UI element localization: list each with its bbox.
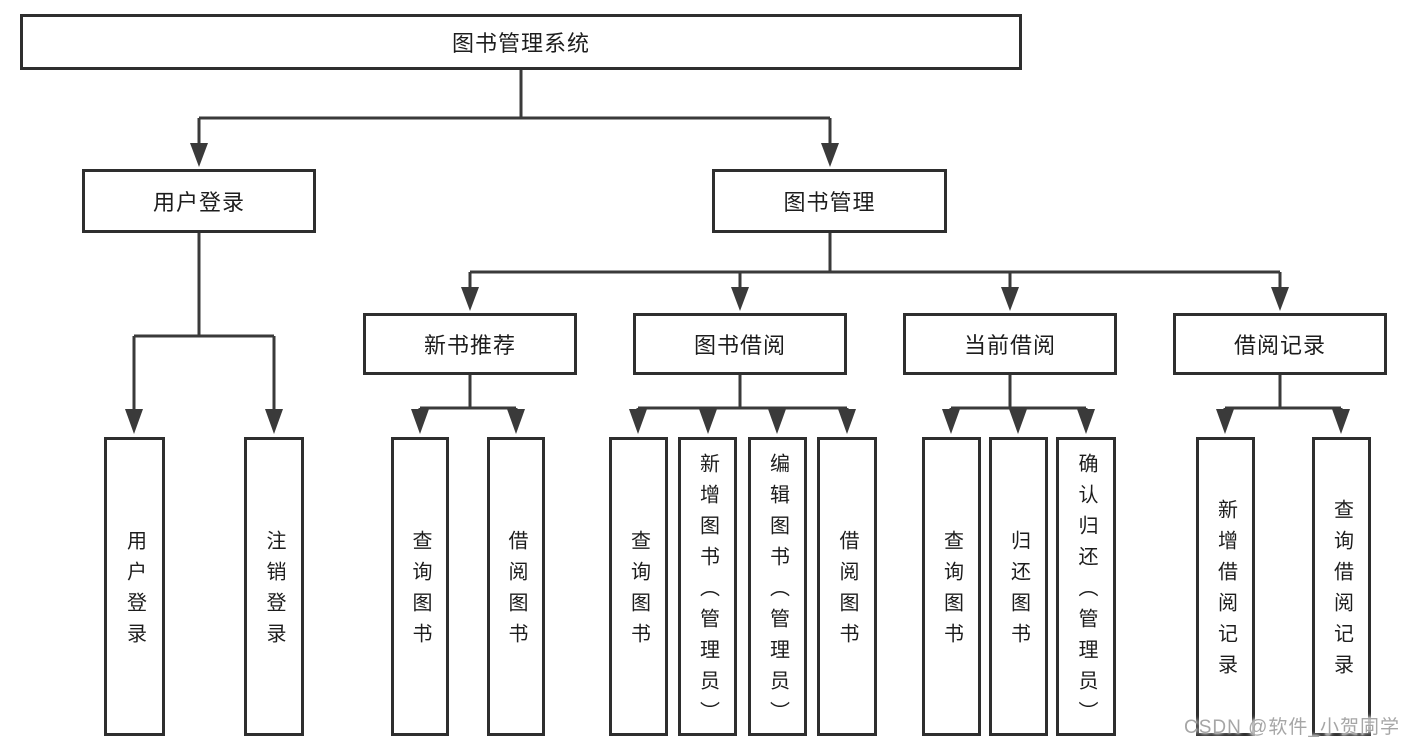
arrow-down-icon — [190, 143, 208, 167]
leaf-newbook-borrow-books: 借阅图书 — [487, 437, 545, 736]
leaf-return-books: 归还图书 — [989, 437, 1048, 736]
watermark: CSDN @软件_小贺同学 — [1184, 717, 1400, 738]
arrow-down-icon — [1271, 287, 1289, 311]
node-label: 查询图书 — [627, 530, 650, 654]
arrow-down-icon — [461, 287, 479, 311]
node-label: 查询借阅记录 — [1330, 499, 1353, 685]
node-user-login: 用户登录 — [82, 169, 316, 233]
node-label: 新增借阅记录 — [1214, 499, 1237, 685]
arrow-down-icon — [1216, 409, 1234, 434]
node-book-borrowing: 图书借阅 — [633, 313, 847, 375]
leaf-borrowing-query-books: 查询图书 — [609, 437, 668, 736]
arrow-down-icon — [1009, 409, 1027, 434]
arrow-down-icon — [1001, 287, 1019, 311]
arrow-down-icon — [1332, 409, 1350, 434]
node-label: 用户登录 — [123, 530, 146, 654]
arrow-down-icon — [629, 409, 647, 434]
leaf-borrowing-borrow-books: 借阅图书 — [817, 437, 877, 736]
arrow-down-icon — [411, 409, 429, 434]
arrow-down-icon — [507, 409, 525, 434]
node-label: 新书推荐 — [423, 333, 516, 358]
node-label: 编辑图书（管理员） — [766, 452, 789, 732]
node-label: 注销登录 — [263, 530, 285, 654]
node-label: 图书借阅 — [693, 333, 786, 358]
node-label: 当前借阅 — [963, 333, 1056, 358]
leaf-current-query-books: 查询图书 — [922, 437, 981, 736]
node-library-system: 图书管理系统 — [20, 14, 1022, 70]
node-label: 查询图书 — [409, 530, 431, 654]
node-new-book-recommend: 新书推荐 — [363, 313, 577, 375]
node-label: 借阅图书 — [505, 530, 527, 654]
arrow-down-icon — [768, 409, 786, 434]
node-label: 用户登录 — [152, 190, 245, 215]
node-label: 借阅记录 — [1233, 333, 1326, 358]
arrow-down-icon — [265, 409, 283, 434]
leaf-logout: 注销登录 — [244, 437, 304, 736]
node-label: 图书管理 — [783, 190, 876, 215]
arrow-down-icon — [699, 409, 717, 434]
leaf-add-book-admin: 新增图书（管理员） — [678, 437, 737, 736]
leaf-user-login: 用户登录 — [104, 437, 165, 736]
leaf-add-borrow-record: 新增借阅记录 — [1196, 437, 1255, 736]
arrow-down-icon — [821, 143, 839, 167]
node-label: 新增图书（管理员） — [696, 452, 719, 732]
node-label: 借阅图书 — [836, 530, 858, 654]
arrow-down-icon — [942, 409, 960, 434]
node-label: 图书管理系统 — [451, 31, 590, 56]
node-borrowing-records: 借阅记录 — [1173, 313, 1387, 375]
leaf-confirm-return-admin: 确认归还（管理员） — [1056, 437, 1116, 736]
node-label: 确认归还（管理员） — [1075, 452, 1097, 732]
node-label: 归还图书 — [1007, 530, 1030, 654]
leaf-query-borrow-record: 查询借阅记录 — [1312, 437, 1371, 736]
arrow-down-icon — [731, 287, 749, 311]
leaf-newbook-query-books: 查询图书 — [391, 437, 449, 736]
arrow-down-icon — [1077, 409, 1095, 434]
node-label: 查询图书 — [940, 530, 963, 654]
node-book-management: 图书管理 — [712, 169, 947, 233]
leaf-edit-book-admin: 编辑图书（管理员） — [748, 437, 807, 736]
node-current-borrowing: 当前借阅 — [903, 313, 1117, 375]
arrow-down-icon — [838, 409, 856, 434]
arrow-down-icon — [125, 409, 143, 434]
